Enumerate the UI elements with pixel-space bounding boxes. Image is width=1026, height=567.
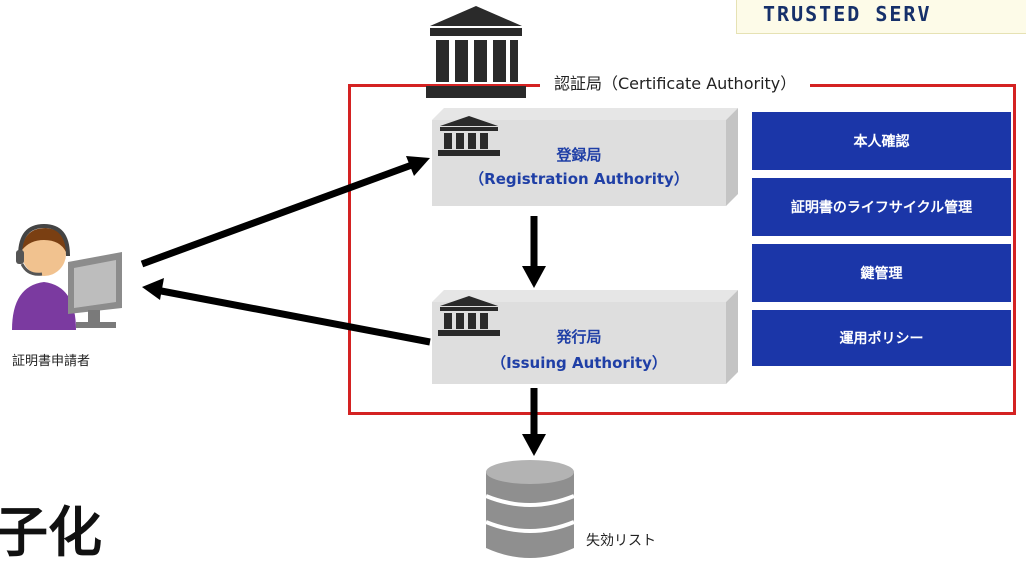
- database-icon: [485, 460, 575, 558]
- applicant-label: 証明書申請者: [12, 354, 91, 369]
- issuing-building-icon: [438, 296, 500, 336]
- crl-label: 失効リスト: [586, 533, 656, 549]
- issuing-name-ja: 発行局: [556, 328, 602, 346]
- issuing-name-en: （Issuing Authority）: [491, 354, 667, 372]
- ca-title: 認証局（Certificate Authority）: [540, 70, 811, 98]
- registration-name-en: （Registration Authority）: [469, 170, 689, 188]
- arrow-issuing-to-applicant: [155, 286, 431, 346]
- bank-building-icon: [426, 6, 526, 98]
- applicant-person-icon: [12, 223, 122, 330]
- function-panel-identity-verification: 本人確認: [752, 112, 1011, 170]
- registration-authority-box: 登録局 （Registration Authority）: [432, 120, 726, 206]
- arrow-applicant-to-registration: [140, 158, 422, 268]
- registration-name-ja: 登録局: [556, 146, 602, 164]
- function-panel-key-management: 鍵管理: [752, 244, 1011, 302]
- partial-heading-text: 子化: [0, 501, 102, 564]
- function-panel-lifecycle-management: 証明書のライフサイクル管理: [752, 178, 1011, 236]
- function-panel-operation-policy: 運用ポリシー: [752, 310, 1011, 366]
- banner-text: TRUSTED SERV: [763, 2, 932, 26]
- registration-building-icon: [438, 116, 500, 156]
- trusted-service-banner: TRUSTED SERV: [736, 0, 1026, 34]
- issuing-authority-box: 発行局 （Issuing Authority）: [432, 302, 726, 384]
